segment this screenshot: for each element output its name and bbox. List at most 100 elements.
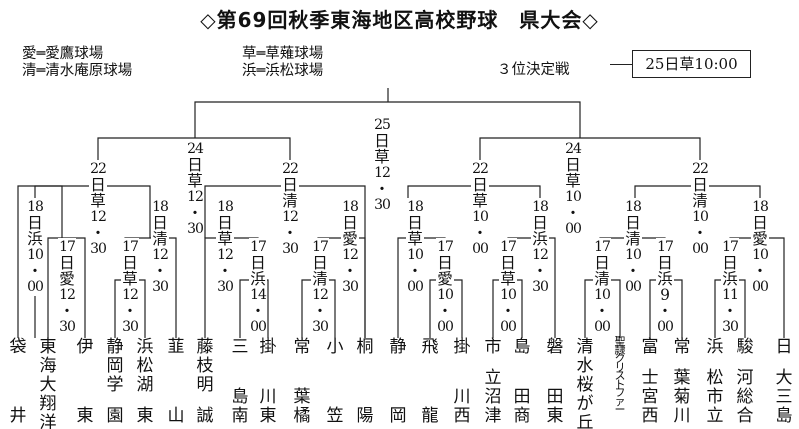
legend-kiyo: 清═清水庵原球場 (22, 63, 133, 79)
team-name-bottom: 葉橘 (293, 387, 311, 426)
team-name-bottom: 東 (76, 406, 94, 426)
team-name-top: 日 (775, 337, 793, 357)
team-name-top: 小 (326, 337, 344, 357)
team-name-bottom: 立沼津 (484, 368, 502, 426)
team-12: 静岡 (386, 338, 410, 426)
team-name-top: 藤枝明 (196, 337, 214, 395)
team-name-bottom: 岡 (389, 406, 407, 426)
venue-legend-left: 愛═愛鷹球場 清═清水庵原球場 (22, 46, 132, 80)
team-name-bottom: 河総合 (736, 368, 754, 426)
legend-kusa: 草═草薙球場 (242, 46, 324, 62)
team-name-top: 掛 (259, 337, 277, 357)
team-3: 静岡学園 (103, 338, 127, 426)
team-18: 清水桜が丘 (573, 337, 597, 429)
team-name-top: 東海大翔 (39, 337, 57, 414)
team-name-bottom: 水桜が丘 (576, 356, 594, 429)
team-14: 掛川西 (450, 338, 474, 426)
third-place-schedule: 25日草10:00 (632, 50, 751, 78)
team-13: 飛龍 (418, 338, 442, 426)
third-place-label: ３位決定戦 (497, 62, 570, 78)
team-name-top: 富 (641, 337, 659, 357)
page-title: ◇第69回秋季東海地区高校野球 県大会◇ (200, 8, 599, 32)
team-name-bottom: 島南 (231, 387, 249, 426)
team-name-bottom: 東 (136, 406, 154, 426)
team-name-top: 韮 (167, 337, 185, 357)
team-24: 日大三島 (772, 338, 796, 426)
team-name-top: 静 (389, 337, 407, 357)
team-10: 小笠 (323, 338, 347, 426)
team-22: 浜松市立 (703, 338, 727, 426)
team-23: 駿河総合 (733, 338, 757, 426)
team-name-top: 駿 (736, 337, 754, 357)
team-name-top: 常 (293, 337, 311, 357)
team-17: 磐田東 (543, 338, 567, 426)
team-name-bottom: 龍 (421, 406, 439, 426)
team-name-bottom: 葉菊川 (673, 368, 691, 426)
team-name-top: 島 (513, 337, 531, 357)
team-4: 浜松湖東 (133, 338, 157, 426)
team-name-bottom: 園 (106, 406, 124, 426)
venue-legend-right: 草═草薙球場 浜═浜松球場 (242, 46, 323, 80)
team-name-top: 掛 (453, 337, 471, 357)
team-name-top: 磐 (546, 337, 564, 357)
team-name-top: 聖隷クリストファー (614, 335, 626, 416)
team-name-bottom: 井 (9, 406, 27, 426)
team-name-top: 市 (484, 337, 502, 357)
team-name-top: 伊 (76, 337, 94, 357)
team-name-bottom: 誠 (196, 406, 214, 426)
team-name-bottom: 洋 (39, 413, 57, 429)
team-name-bottom: 川東 (259, 387, 277, 426)
team-6: 藤枝明誠 (193, 338, 217, 426)
team-1: 東海大翔洋 (36, 337, 60, 429)
team-name-top: 清 (576, 337, 594, 357)
third-place-connector (610, 64, 632, 65)
line-final (194, 88, 581, 138)
legend-ai: 愛═愛鷹球場 (22, 46, 104, 62)
team-name-top: 静岡学 (106, 337, 124, 395)
team-name-top: 三 (231, 337, 249, 357)
team-5: 韮山 (164, 338, 188, 426)
team-name-top: 桐 (356, 337, 374, 357)
team-2: 伊東 (73, 338, 97, 426)
team-name-top: 浜松湖 (136, 337, 154, 395)
team-11: 桐陽 (353, 338, 377, 426)
team-name-bottom: 田商 (513, 387, 531, 426)
team-name-bottom: 田東 (546, 387, 564, 426)
team-name-top: 袋 (9, 337, 27, 357)
team-name-top: 飛 (421, 337, 439, 357)
team-name-bottom: 川西 (453, 387, 471, 426)
legend-hama: 浜═浜松球場 (242, 63, 324, 79)
team-16: 島田商 (510, 338, 534, 426)
team-name-bottom: 山 (167, 406, 185, 426)
line-semi-right (479, 137, 701, 186)
team-15: 市立沼津 (481, 338, 505, 426)
team-name-bottom: 士宮西 (641, 368, 659, 426)
team-7: 三島南 (228, 338, 252, 426)
team-9: 常葉橘 (290, 338, 314, 426)
team-name-top: 浜 (706, 337, 724, 357)
team-19: 聖隷クリストファー (608, 335, 632, 426)
